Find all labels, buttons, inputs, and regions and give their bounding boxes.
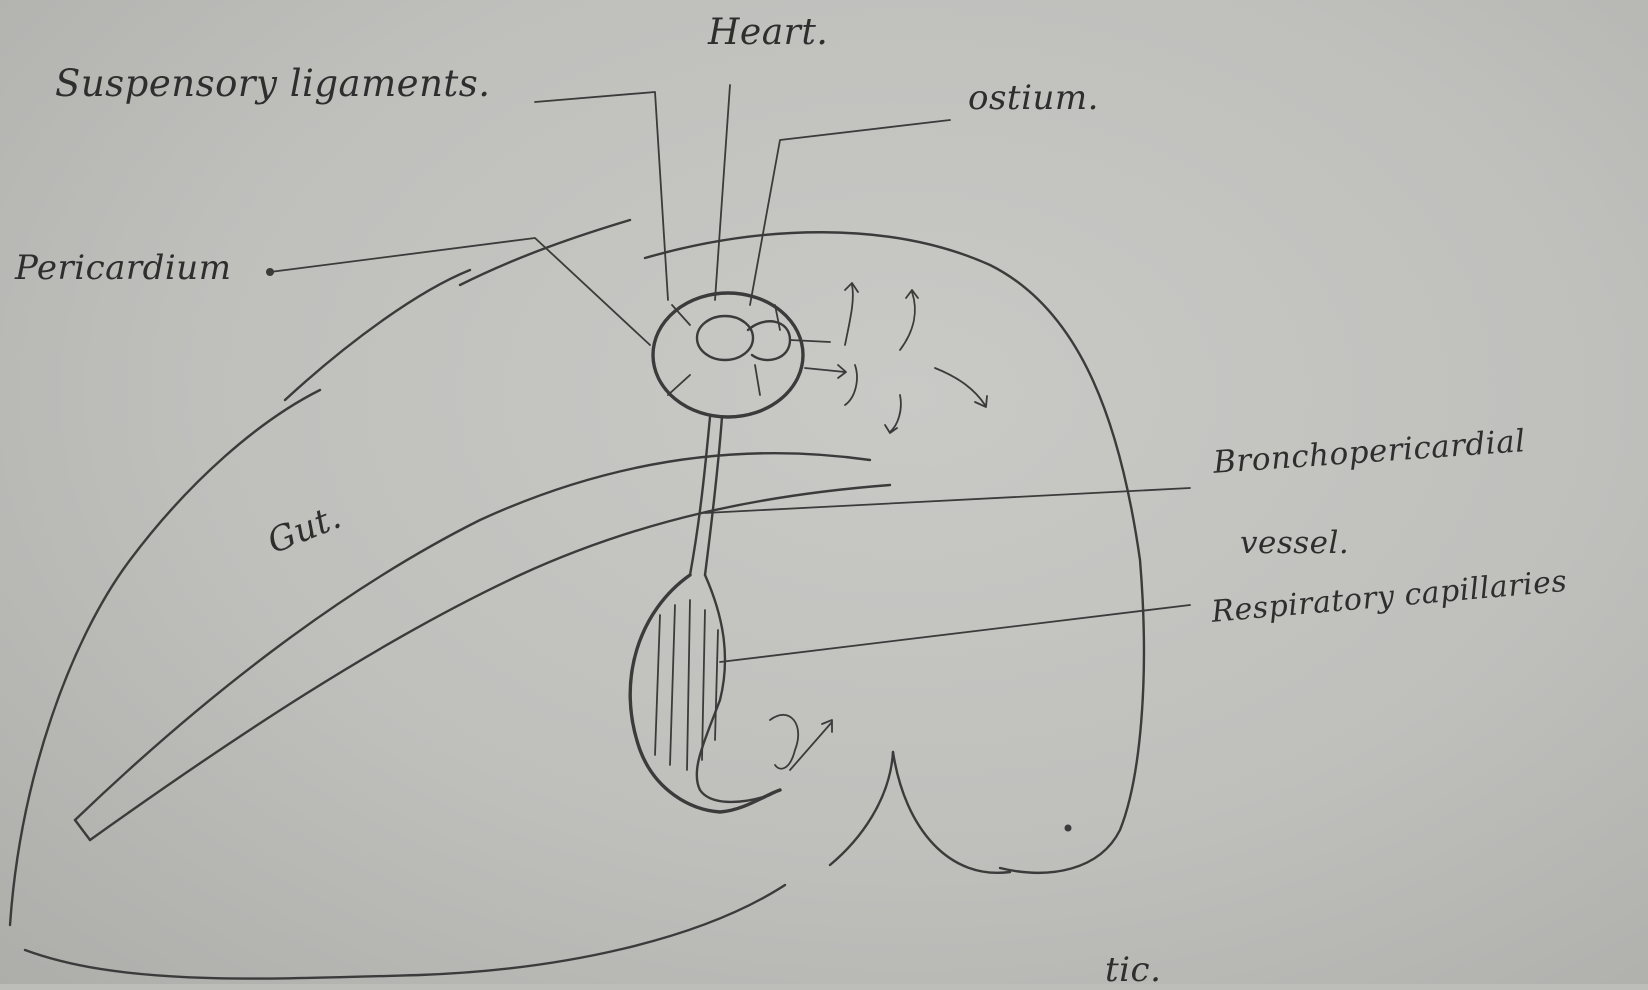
body-outline-upper (285, 270, 470, 400)
body-outline-right-lobe (645, 232, 1144, 873)
label-bottom-fragment: tic. (1105, 950, 1161, 990)
flow-arrow-6 (935, 368, 987, 407)
leader-bronchopericardial (705, 488, 1190, 513)
leader-dot-pericardium (266, 268, 274, 276)
label-ostium: ostium. (968, 78, 1099, 118)
label-pericardium: Pericardium (15, 248, 231, 288)
capillary-bulb-right (697, 575, 770, 802)
capillary-line-5 (715, 630, 718, 740)
gut-upper-wall (75, 453, 870, 820)
label-suspensory-ligaments: Suspensory ligaments. (55, 62, 491, 105)
outline-dot (1065, 825, 1072, 832)
body-outline-notch (893, 752, 1010, 873)
flow-arrow-3 (805, 365, 846, 378)
leader-respiratory-capillaries (720, 605, 1190, 662)
heart-wall-hatch-2 (668, 375, 690, 395)
leader-heart (715, 85, 730, 300)
flow-arrow-4 (845, 365, 857, 405)
flow-arrow-2 (900, 290, 918, 350)
heart-auricle (748, 321, 790, 360)
heart-ventricle (697, 316, 753, 360)
label-heart: Heart. (708, 12, 828, 53)
flow-arrow-5 (885, 395, 901, 433)
body-outline-bottom (25, 885, 785, 979)
leader-suspensory-ligaments (535, 92, 668, 300)
body-outline-left (10, 390, 320, 925)
leader-pericardium (270, 238, 650, 345)
gut-lower-wall (90, 485, 890, 840)
leader-ostium (750, 120, 950, 305)
heart-wall-hatch-4 (755, 365, 760, 395)
capillary-line-3 (687, 600, 690, 770)
capillary-line-1 (655, 615, 660, 755)
flow-arrow-7 (770, 715, 798, 769)
gut-end (75, 820, 90, 840)
pericardium-circle (653, 293, 803, 417)
capillary-line-2 (670, 605, 675, 765)
body-outline-top-left (460, 220, 630, 285)
body-outline-notch-left (830, 752, 893, 865)
heart-aorta (790, 340, 830, 342)
label-bronchopericardial-line2: vessel. (1240, 525, 1349, 561)
flow-arrow-1 (845, 283, 858, 345)
